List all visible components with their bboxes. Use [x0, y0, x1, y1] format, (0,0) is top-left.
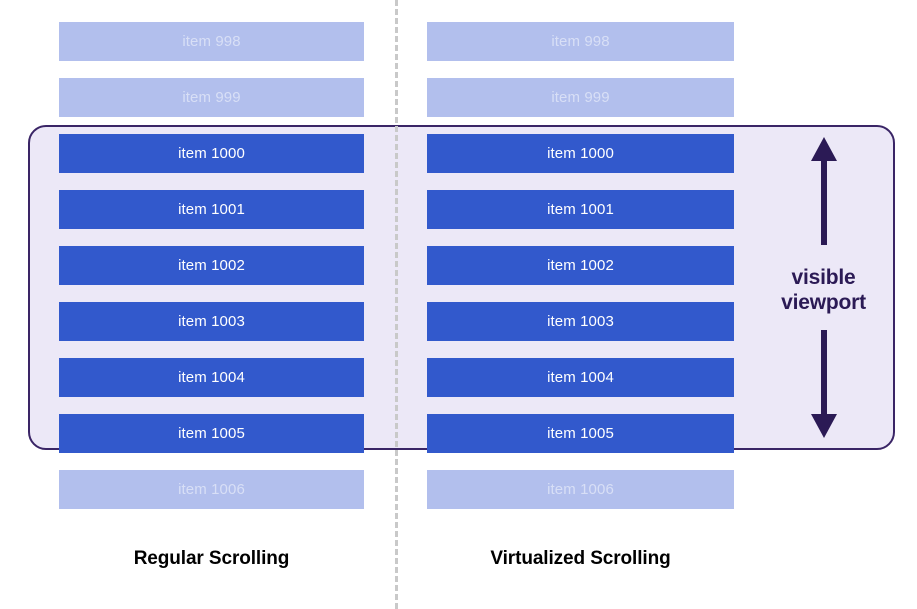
- list-item[interactable]: item 1004: [427, 358, 734, 397]
- visible-viewport-annotation: visible viewport: [752, 135, 895, 445]
- list-item[interactable]: item 1000: [59, 134, 364, 173]
- virtualized-scrolling-caption: Virtualized Scrolling: [490, 548, 671, 569]
- list-item[interactable]: item 1005: [59, 414, 364, 453]
- list-item[interactable]: item 1001: [59, 190, 364, 229]
- virtualized-scrolling-column: item 998 item 999 item 1000 item 1001 item 1…: [427, 0, 734, 609]
- list-item[interactable]: item 1006: [59, 470, 364, 509]
- visible-viewport-label: visible viewport: [781, 265, 866, 315]
- list-item[interactable]: item 1002: [427, 246, 734, 285]
- list-item[interactable]: item 998: [427, 22, 734, 61]
- list-item[interactable]: item 1003: [59, 302, 364, 341]
- arrow-down-icon: [804, 330, 844, 445]
- list-item[interactable]: item 999: [427, 78, 734, 117]
- column-divider: [395, 0, 398, 609]
- list-item[interactable]: item 1002: [59, 246, 364, 285]
- list-item[interactable]: item 998: [59, 22, 364, 61]
- list-item[interactable]: item 1006: [427, 470, 734, 509]
- visible-viewport-label-line1: visible: [791, 265, 856, 289]
- regular-scrolling-column: item 998 item 999 item 1000 item 1001 item 1…: [59, 0, 364, 609]
- list-item[interactable]: item 1004: [59, 358, 364, 397]
- list-item[interactable]: item 1001: [427, 190, 734, 229]
- regular-scrolling-caption: Regular Scrolling: [133, 548, 290, 569]
- visible-viewport-label-line2: viewport: [781, 291, 866, 314]
- list-item[interactable]: item 1000: [427, 134, 734, 173]
- list-item[interactable]: item 999: [59, 78, 364, 117]
- arrow-up-icon: [804, 135, 844, 250]
- list-item[interactable]: item 1003: [427, 302, 734, 341]
- list-item[interactable]: item 1005: [427, 414, 734, 453]
